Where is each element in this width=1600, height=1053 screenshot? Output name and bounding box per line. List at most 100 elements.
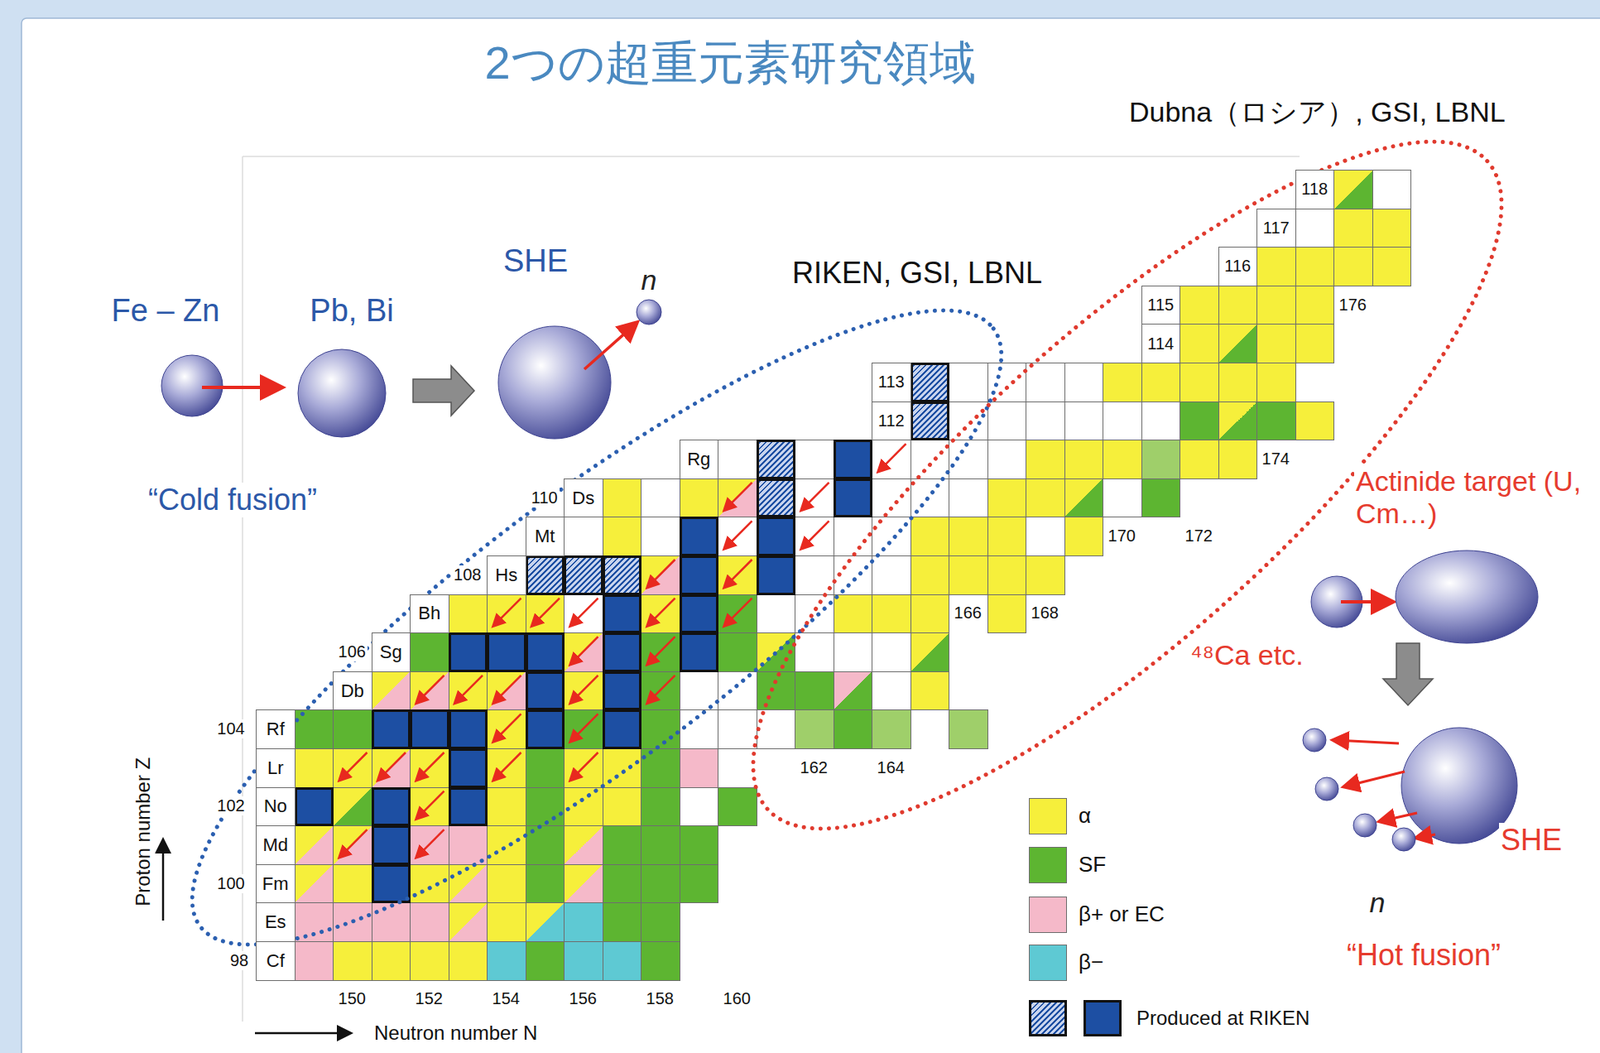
riken-cell: [679, 594, 720, 635]
nuclide-cell: [948, 362, 989, 403]
nuclide-cell: [602, 478, 643, 519]
element-symbol: No: [264, 795, 288, 817]
alpha-decay-arrow: [533, 598, 561, 626]
axis-number: 172: [1183, 526, 1215, 546]
annotation: SHE: [501, 243, 570, 280]
nuclide-cell: [486, 864, 527, 904]
riken-cell: [448, 709, 489, 750]
riken-cell: [371, 864, 412, 904]
alpha-decay-arrow: [648, 598, 676, 626]
riken-cell: [371, 787, 412, 827]
nuclide-cell: [525, 748, 566, 788]
nuclide-cell: [1218, 285, 1259, 326]
riken-cell: [525, 671, 566, 712]
nuclide-cell: [486, 787, 527, 827]
annotation: SHE: [1499, 822, 1564, 857]
alpha-decay-arrow: [725, 482, 753, 510]
alpha-decay-arrow: [648, 675, 676, 703]
alpha-decay-arrow: [494, 598, 522, 626]
alpha-decay-arrow: [417, 829, 445, 857]
alpha-decay-arrow: [802, 520, 830, 548]
element-symbol: Sg: [379, 641, 403, 664]
nuclide-cell: [1179, 323, 1220, 364]
nuclide-cell: [640, 787, 681, 827]
nuclide-cell: [910, 516, 951, 557]
nuclide-cell: [1218, 362, 1259, 403]
nuclide-cell: [486, 941, 527, 981]
nuclide-cell: [1064, 478, 1105, 519]
riken-cell: [602, 594, 643, 635]
riken-cell: [448, 787, 489, 827]
element-symbol: Rg: [687, 448, 711, 471]
riken-cell: [294, 787, 335, 827]
nuclide-cell: [1179, 285, 1220, 326]
nuclide-cell: [717, 787, 758, 827]
axis-number: 150: [336, 989, 368, 1009]
legend-sample: [1083, 999, 1122, 1037]
nuclide-cell: [1333, 208, 1374, 249]
nuclide-cell: [448, 594, 489, 635]
neutron-arrow: [1345, 771, 1405, 787]
legend-text: Produced at RIKEN: [1134, 1006, 1312, 1030]
element-cell: 116: [1218, 246, 1259, 287]
nuclide-cell: [1025, 401, 1066, 442]
axis-number: 162: [798, 758, 830, 778]
annotation: Actinide target (U, Cm…): [1354, 465, 1600, 530]
nuclide-cell: [1256, 362, 1297, 403]
nuclide-cell: [1372, 169, 1413, 210]
annotation: n: [639, 264, 659, 297]
nuclide-cell: [1333, 169, 1374, 210]
nuclide-cell: [794, 671, 835, 712]
nuclide-cell: [1025, 555, 1066, 596]
neutron-arrow: [1417, 834, 1436, 838]
legend-swatch: [1028, 944, 1067, 981]
axis-number: 154: [490, 989, 522, 1009]
nuclide-cell: [717, 439, 758, 480]
riken-cell: [602, 671, 643, 712]
legend-text: α: [1076, 803, 1093, 829]
nuclide-cell: [563, 941, 604, 981]
annotation: Dubna（ロシア）, GSI, LBNL: [1127, 96, 1508, 129]
riken-cell: [833, 478, 874, 519]
nuclide-cell: [640, 941, 681, 981]
element-cell: Fm: [255, 864, 296, 904]
alpha-decay-arrow: [648, 559, 676, 587]
legend-text: β−: [1076, 950, 1106, 976]
nuclide-cell: [717, 709, 758, 750]
element-cell: Ds: [563, 478, 604, 519]
neutron: [1392, 827, 1416, 851]
nuclide-cell: [602, 902, 643, 942]
legend-text: SF: [1076, 852, 1108, 878]
nuclide-cell: [525, 941, 566, 981]
nuclide-cell: [948, 516, 989, 557]
nuclide-cell: [525, 864, 566, 904]
nuclide-cell: [1102, 478, 1143, 519]
element-cell: Es: [255, 902, 296, 942]
nuclide-cell: [371, 671, 412, 712]
she-nucleus: [498, 326, 611, 439]
alpha-decay-arrow: [340, 752, 368, 780]
element-cell: Sg: [371, 632, 412, 673]
element-cell: Rg: [679, 439, 720, 480]
element-symbol: Rf: [266, 718, 285, 740]
riken-cell: [910, 362, 951, 403]
alpha-decay-arrow: [494, 675, 522, 703]
element-symbol: 113: [878, 372, 905, 392]
nuclide-cell: [794, 709, 835, 750]
nuclide-cell: [1295, 246, 1336, 287]
alpha-decay-arrow: [879, 443, 907, 471]
element-cell: Md: [255, 825, 296, 865]
nuclide-cell: [525, 902, 566, 942]
axis-number: 166: [952, 603, 984, 623]
nuclide-cell: [640, 902, 681, 942]
alpha-decay-arrow: [802, 482, 830, 510]
process-arrow: [413, 365, 475, 416]
element-symbol: 112: [878, 411, 905, 431]
axis-number: 174: [1260, 449, 1292, 469]
nuclide-cell: [871, 555, 912, 596]
nuclide-cell: [910, 555, 951, 596]
nuclide-cell: [602, 787, 643, 827]
nuclide-cell: [794, 594, 835, 635]
nuclide-cell: [1102, 401, 1143, 442]
riken-cell: [602, 709, 643, 750]
